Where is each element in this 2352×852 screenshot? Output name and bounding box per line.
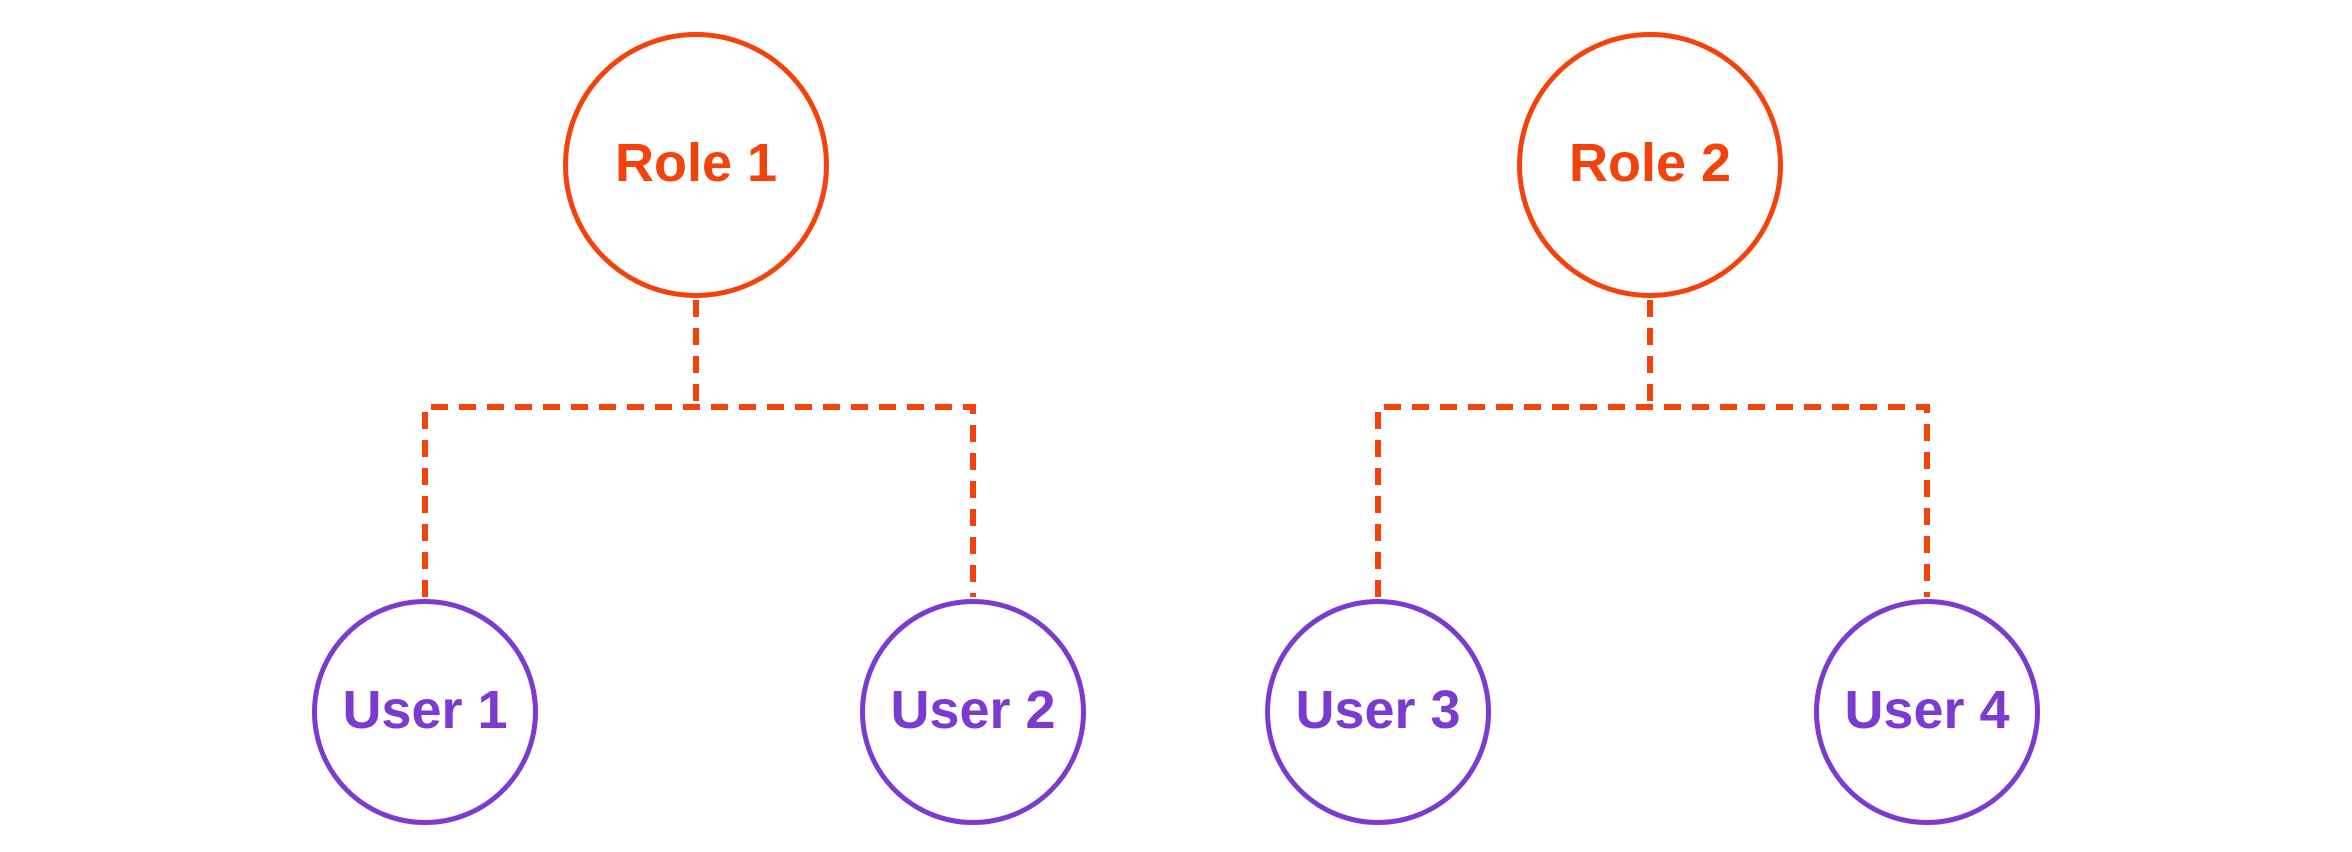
role-node-label: Role 2	[1568, 133, 1732, 193]
tree1-branch-line	[422, 404, 976, 597]
user-node-1: User 1	[312, 599, 538, 825]
user-node-label: User 2	[890, 680, 1056, 740]
role-node-label: Role 1	[614, 133, 778, 193]
role-node-2: Role 2	[1517, 32, 1783, 298]
user-node-2: User 2	[860, 599, 1086, 825]
user-node-4: User 4	[1814, 599, 2040, 825]
user-node-label: User 1	[342, 680, 508, 740]
user-node-3: User 3	[1265, 599, 1491, 825]
user-node-label: User 3	[1295, 680, 1461, 740]
tree2-branch-line	[1375, 404, 1930, 597]
user-node-label: User 4	[1844, 680, 2010, 740]
role-node-1: Role 1	[563, 32, 829, 298]
